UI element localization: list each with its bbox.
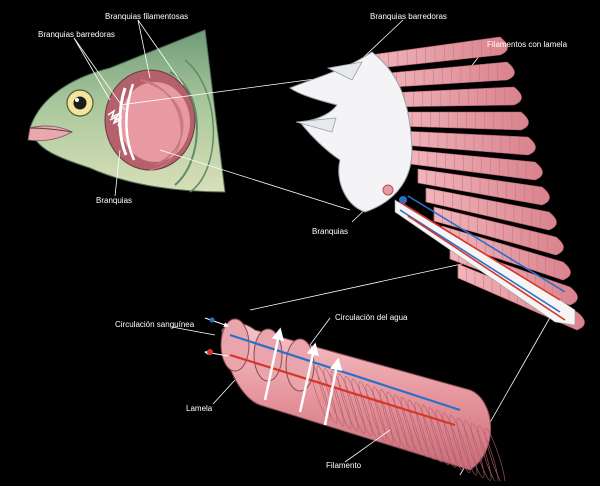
filament-ring xyxy=(365,383,387,442)
filament-ring xyxy=(400,396,422,455)
label-branquias-barredoras-right: Branquias barredoras xyxy=(370,12,447,21)
water-flow-arrows xyxy=(263,327,343,426)
label-branquias-barredoras-left: Branquias barredoras xyxy=(38,30,115,39)
fish-head xyxy=(27,29,226,193)
filament-ring xyxy=(442,412,464,471)
filament-ring xyxy=(470,422,492,481)
gill-filament xyxy=(369,36,508,70)
filament-ring xyxy=(456,417,478,476)
gill-filament xyxy=(417,168,550,206)
gill-filament xyxy=(425,187,557,231)
lamella-disc xyxy=(220,318,250,372)
label-circulacion-agua: Circulación del agua xyxy=(335,313,408,322)
gill-filament xyxy=(441,225,571,281)
filament-section xyxy=(394,195,576,326)
gill-filament xyxy=(393,111,529,131)
label-filamentos-con-lamela: Filamentos con lamela xyxy=(487,40,568,49)
filament-ring xyxy=(330,370,352,429)
filament-ring xyxy=(449,415,471,473)
filament-ring xyxy=(428,407,450,466)
filament-ring xyxy=(351,378,373,437)
filament-ring xyxy=(421,404,443,463)
gill-arch xyxy=(288,51,413,213)
label-filamento: Filamento xyxy=(326,461,362,470)
filament-ring xyxy=(463,420,485,479)
filament-ring xyxy=(393,394,415,453)
gill-filament xyxy=(401,130,536,156)
gill-cavity xyxy=(104,69,196,171)
filament-ring xyxy=(379,389,401,447)
fish-eye xyxy=(66,89,94,117)
filament-ring xyxy=(344,376,366,434)
label-branquias-left: Branquias xyxy=(96,196,133,205)
filament-ring xyxy=(337,373,359,432)
gill-filament xyxy=(377,61,515,89)
label-branquias-filamentosas: Branquias filamentosas xyxy=(105,12,189,21)
gill-filament xyxy=(385,86,522,108)
label-branquias-right: Branquias xyxy=(312,227,349,236)
gill-filament xyxy=(433,206,564,256)
label-lamela: Lamela xyxy=(186,404,213,413)
filament-ring xyxy=(407,399,429,458)
label-circulacion-sanguinea: Circulación sanguínea xyxy=(115,320,195,329)
filament-ring xyxy=(435,409,457,468)
filament-ring xyxy=(372,386,394,445)
gill-filament xyxy=(409,149,543,181)
filament-ring xyxy=(414,402,436,460)
callout-lines-lower xyxy=(171,317,391,463)
filament-ring xyxy=(386,391,408,450)
filament-enlarged xyxy=(204,317,506,486)
